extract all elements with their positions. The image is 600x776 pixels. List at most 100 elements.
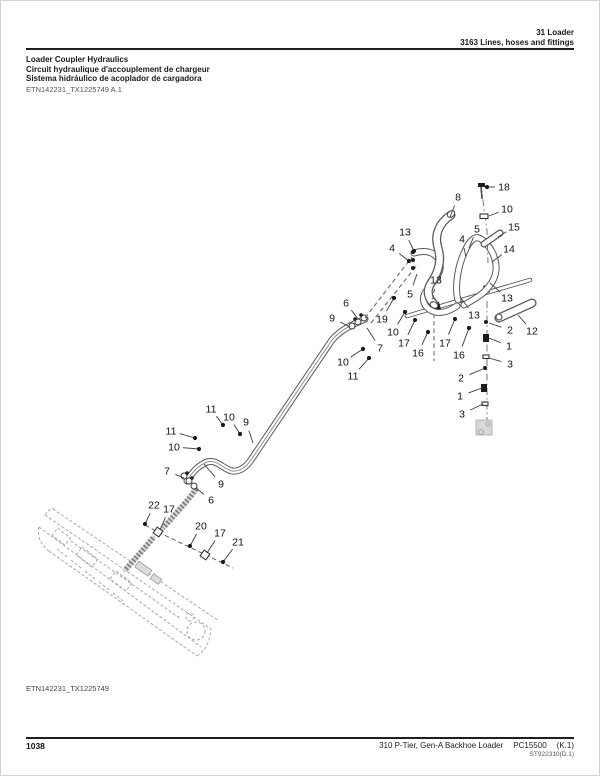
callout-number: 11 [166, 426, 177, 438]
header-section: 31 Loader [536, 28, 574, 37]
callout-leader-line [463, 247, 467, 258]
callout-5: 5 [407, 273, 418, 301]
figure-caption: ETN142231_TX1225749 [26, 684, 109, 693]
callout-dot [192, 435, 198, 441]
callout-17: 17 [439, 316, 458, 350]
callout-dot [142, 521, 148, 527]
callout-leader-line [468, 387, 483, 394]
callout-3: 3 [459, 403, 484, 421]
callout-number: 13 [399, 227, 411, 239]
page-number: 1038 [26, 741, 45, 751]
callout-number: 20 [195, 521, 207, 533]
loader-frame-ghost [38, 507, 220, 657]
callout-leader-line [448, 318, 456, 335]
callout-10: 10 [488, 204, 513, 217]
callout-number: 3 [507, 359, 513, 371]
hose-bundle [183, 315, 369, 485]
callout-1: 1 [457, 387, 483, 403]
callout-number: 9 [243, 417, 249, 429]
footer-rule [26, 737, 574, 739]
callout-number: 3 [459, 409, 465, 421]
callout-leader-line [159, 517, 166, 531]
callout-leader-line [203, 463, 216, 478]
callout-leader-line [175, 474, 185, 479]
callout-number: 19 [376, 314, 388, 326]
fitting-3 [481, 401, 489, 407]
callout-dot [484, 184, 490, 190]
callout-20: 20 [187, 521, 207, 549]
loop-hose-right [453, 234, 500, 309]
callout-4: 4 [389, 243, 412, 264]
callout-number: 13 [468, 310, 480, 322]
footer-revision: (K.1) [556, 741, 574, 750]
callout-number: 6 [208, 495, 214, 507]
callout-17: 17 [159, 504, 175, 531]
callout-number: 22 [148, 500, 160, 512]
hose-8 [423, 210, 456, 309]
callout-number: 13 [430, 275, 442, 287]
callout-leader-line [421, 331, 429, 346]
callout-number: 16 [453, 350, 465, 362]
page-header: 31 Loader 3163 Lines, hoses and fittings [460, 28, 574, 48]
callout-number: 18 [498, 182, 510, 194]
callout-leader-line [189, 533, 198, 547]
callout-9: 9 [329, 313, 351, 328]
callout-number: 16 [412, 348, 424, 360]
callout-13: 13 [399, 227, 417, 254]
fitting-axis [475, 301, 493, 436]
callout-leader-line [449, 205, 456, 218]
callout-leader-line [491, 254, 503, 263]
callout-number: 7 [164, 466, 170, 478]
callout-number: 7 [377, 343, 383, 355]
callout-leader-line [182, 447, 200, 450]
callout-9: 9 [243, 417, 254, 444]
callout-dot [406, 258, 412, 264]
callout-13: 13 [489, 282, 513, 305]
header-subsection: 3163 Lines, hoses and fittings [460, 38, 574, 47]
callout-leader-line [195, 487, 205, 495]
callout-11: 11 [166, 426, 198, 441]
callout-dot [411, 248, 417, 254]
callout-leader-line [350, 348, 364, 358]
callout-1: 1 [488, 337, 512, 353]
callout-number: 10 [223, 412, 235, 424]
fitting-3 [482, 354, 490, 360]
callout-dot [412, 317, 418, 323]
callout-dot [402, 309, 408, 315]
callout-13: 13 [459, 296, 480, 322]
callout-dot [360, 346, 366, 352]
callout-17: 17 [398, 317, 418, 350]
footer-print-code: ST922310(D.1) [529, 751, 574, 758]
callout-18: 18 [484, 182, 510, 194]
title-block: Loader Coupler Hydraulics Circuit hydrau… [26, 55, 210, 84]
callout-21: 21 [220, 537, 244, 565]
callout-leader-line [459, 296, 469, 309]
hose-end-fitting [149, 573, 163, 585]
callout-dot [220, 422, 226, 428]
title-french: Circuit hydraulique d'accouplement de ch… [26, 64, 210, 74]
callout-number: 1 [457, 391, 463, 403]
callout-10: 10 [337, 346, 366, 369]
footer-doc-title: 310 P-Tier, Gen-A Backhoe Loader [379, 741, 504, 750]
callout-number: 14 [503, 244, 515, 256]
callout-dot [366, 355, 372, 361]
callout-2: 2 [488, 322, 513, 337]
callout-dot [425, 329, 431, 335]
callout-number: 12 [526, 326, 538, 338]
callout-number: 13 [501, 293, 513, 305]
washer-10 [479, 213, 489, 220]
callout-number: 17 [398, 338, 410, 350]
callout-number: 10 [501, 204, 513, 216]
callout-22: 22 [142, 500, 160, 527]
callout-6: 6 [343, 298, 359, 320]
callout-number: 17 [163, 504, 175, 516]
callout-17: 17 [206, 528, 226, 554]
callout-leader-line [248, 430, 254, 444]
callout-leader-line [339, 321, 351, 328]
ghost-port-block [475, 419, 493, 436]
callout-number: 10 [168, 442, 180, 454]
callout-dot [466, 325, 472, 331]
callout-number: 15 [508, 222, 520, 234]
